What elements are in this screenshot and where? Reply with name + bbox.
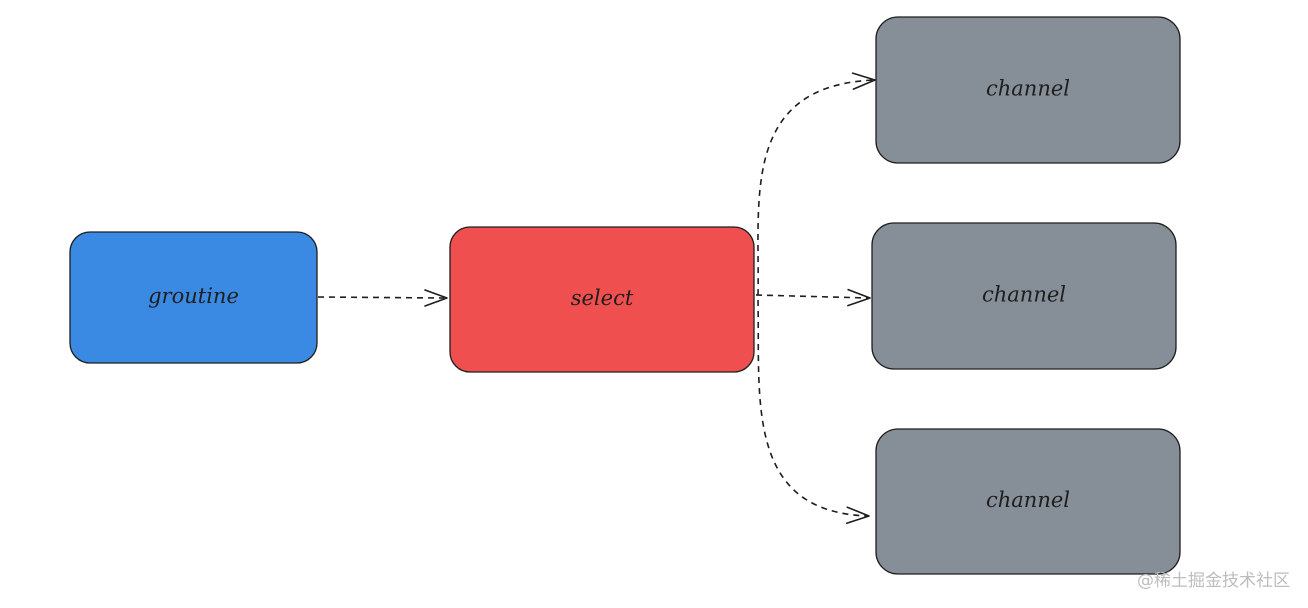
- edge-select-to-channel-middle: [755, 288, 871, 307]
- edge-select-to-channel-top: [757, 72, 876, 296]
- node-channel-bottom[interactable]: channel: [875, 428, 1181, 575]
- node-groutine[interactable]: groutine: [69, 231, 318, 364]
- edges-layer: [317, 72, 876, 525]
- watermark-text: @稀土掘金技术社区: [1137, 571, 1290, 591]
- edge-select-to-channel-bottom: [757, 299, 870, 525]
- node-label: channel: [986, 488, 1070, 512]
- node-channel-middle[interactable]: channel: [871, 222, 1177, 370]
- node-box[interactable]: [875, 428, 1181, 575]
- arrowhead-icon: [845, 506, 870, 525]
- edge-line: [317, 296, 445, 299]
- edge-line: [755, 294, 870, 299]
- edge-line: [757, 299, 869, 517]
- node-label: channel: [982, 283, 1066, 307]
- node-label: groutine: [148, 284, 239, 308]
- node-channel-top[interactable]: channel: [875, 16, 1181, 164]
- edge-groutine-to-select: [317, 289, 448, 307]
- arrowhead-icon: [424, 289, 448, 307]
- arrowhead-icon: [847, 288, 871, 307]
- edge-line: [757, 79, 876, 296]
- node-box[interactable]: [875, 16, 1181, 164]
- node-box[interactable]: [871, 222, 1177, 370]
- nodes-layer: groutine select channel channel channel: [69, 16, 1181, 575]
- node-label: select: [571, 286, 634, 310]
- arrowhead-icon: [851, 72, 876, 90]
- node-select[interactable]: select: [449, 226, 755, 373]
- node-label: channel: [986, 77, 1070, 101]
- node-box[interactable]: [69, 231, 318, 364]
- node-box[interactable]: [449, 226, 755, 373]
